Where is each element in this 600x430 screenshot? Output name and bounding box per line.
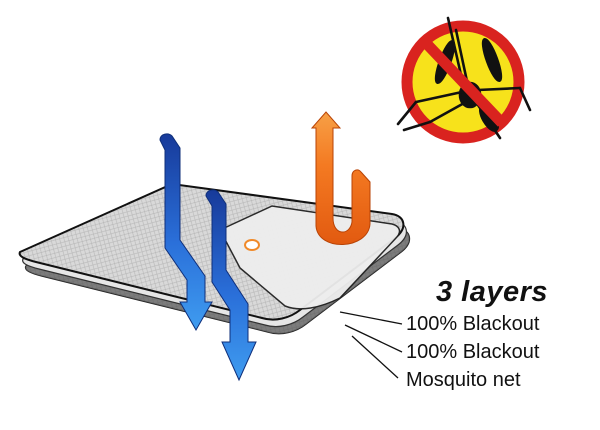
down-arrow-back <box>159 133 213 332</box>
no-mosquito-icon <box>396 16 532 144</box>
up-arrow <box>310 111 371 245</box>
down-arrow-front <box>205 189 257 382</box>
layer-label-middle: 100% Blackout <box>406 341 540 363</box>
leader-lines <box>339 311 403 379</box>
layer-label-top: 100% Blackout <box>406 313 540 335</box>
heading: 3 layers <box>436 276 549 308</box>
layer-label-bottom: Mosquito net <box>406 369 521 391</box>
